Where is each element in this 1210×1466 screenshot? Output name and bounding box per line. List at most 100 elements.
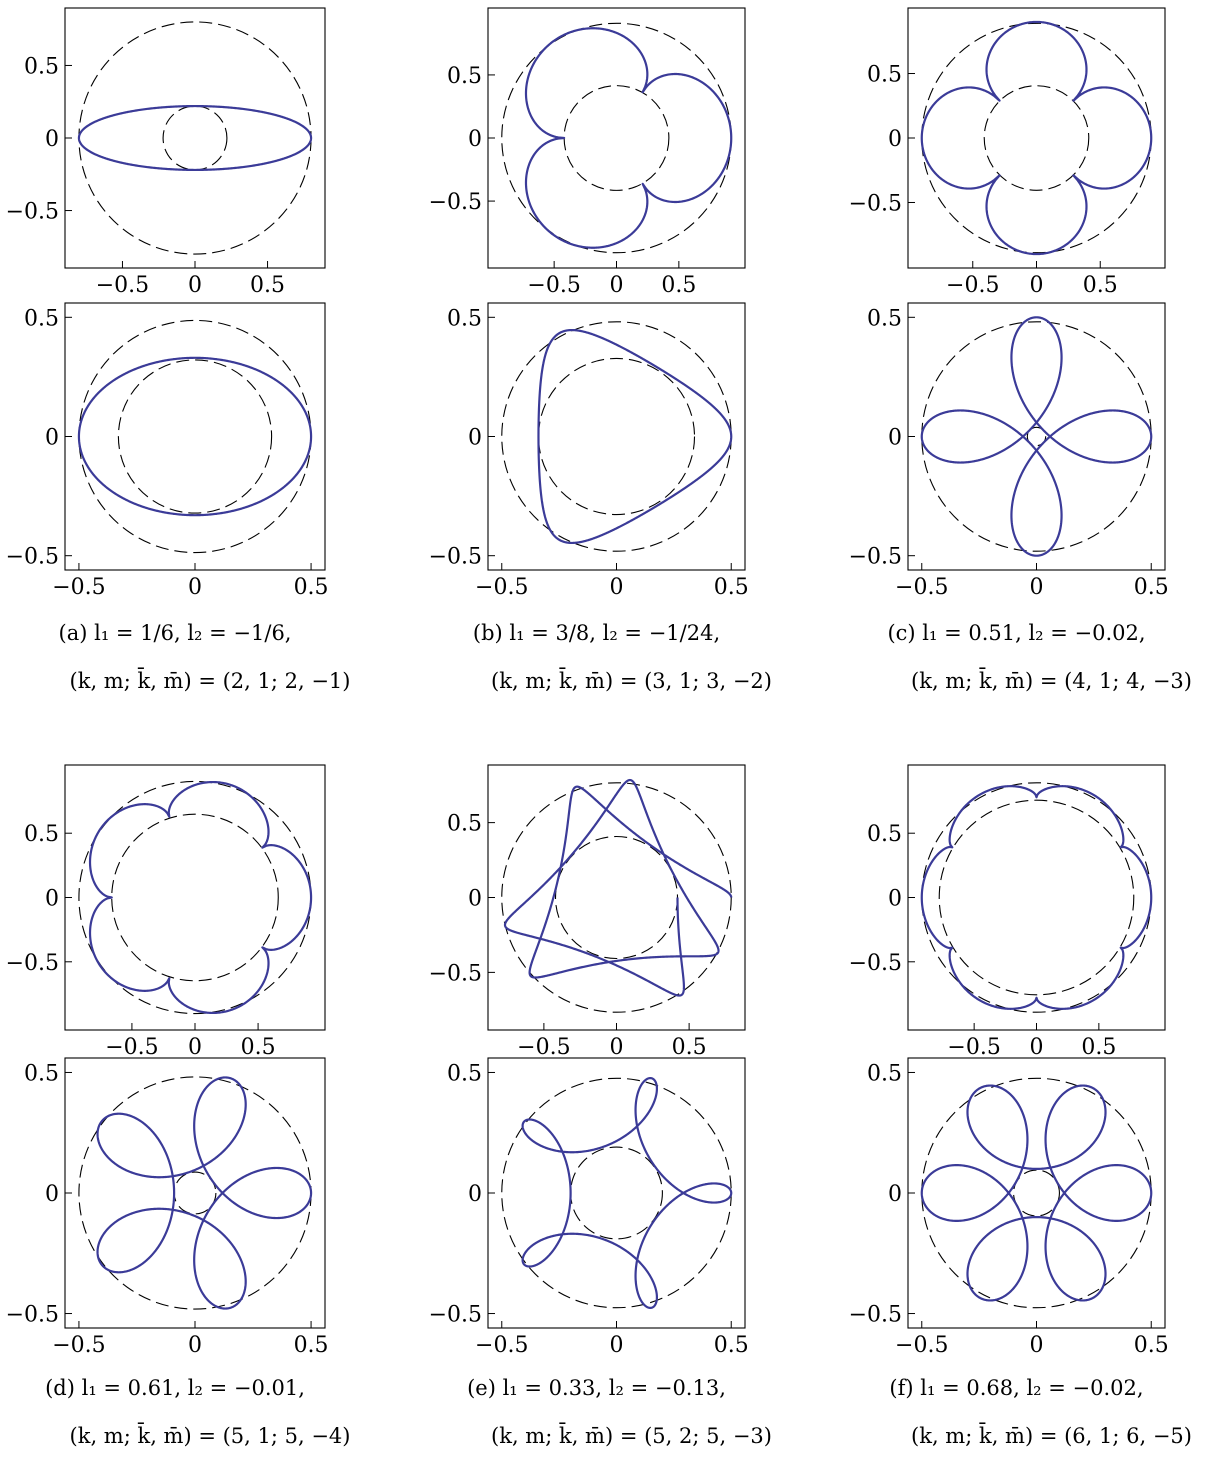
panel-c-bottom-plot-xtick-label: 0 <box>1030 575 1044 600</box>
panel-a-bottom-plot-ytick-label: −0.5 <box>6 545 59 570</box>
panel-f-bottom-plot-inner-circle <box>1013 1169 1060 1217</box>
panel-b-bottom-plot-frame <box>487 302 746 571</box>
panel-d-top-plot-orbit-curve <box>88 780 313 1015</box>
panel-b-top-plot-xtick-label: −0.5 <box>527 273 580 298</box>
panel-c-top-plot-xtick-label: 0 <box>1030 273 1044 298</box>
panel-c-bottom-plot-inner-circle <box>1026 426 1047 447</box>
panel-f-top-plot-inner-circle <box>938 799 1135 996</box>
panel-e-top-plot-orbit-curve <box>503 778 733 997</box>
panel-c-top-plot-frame <box>907 7 1166 269</box>
panel-c-top-plot-xtick-label: −0.5 <box>946 273 999 298</box>
panel-d-bottom-plot-outer-circle <box>78 1076 312 1310</box>
panel-b-top-plot-orbit-curve <box>524 27 733 249</box>
panel-b-bottom-plot-inner-circle <box>537 357 696 516</box>
panel-b-bottom-plot-outer-circle <box>501 321 732 552</box>
panel-a-top-plot-ytick-label: −0.5 <box>6 200 59 225</box>
panel-a-top-plot-inner-circle <box>162 105 228 171</box>
panel-e-top-plot-ytick-label: 0.5 <box>447 812 482 837</box>
panel-b-bottom-plot-ytick-label: −0.5 <box>429 545 482 570</box>
panel-f-top-plot-frame <box>907 764 1166 1031</box>
panel-f-top-plot-orbit-curve <box>920 785 1153 1010</box>
panel-d-bottom-plot-xtick-label: 0.5 <box>294 1333 329 1358</box>
panel-c-bottom-plot-ytick-label: 0 <box>888 426 902 451</box>
panel-d-top-plot-inner-circle <box>111 813 279 982</box>
panel-e-bottom-plot-xtick-label: 0 <box>610 1333 624 1358</box>
panel-c-top-plot-ytick-label: 0.5 <box>867 63 902 88</box>
panel-a-bottom-plot-frame <box>64 302 326 571</box>
panel-e-top-plot-outer-circle <box>501 782 732 1013</box>
panel-e-top-plot-inner-circle <box>554 835 679 960</box>
panel-c-top-plot-ytick-label: −0.5 <box>849 191 902 216</box>
panel-d-caption-line2: (k, m; k̄, m̄) = (5, 1; 5, −4) <box>70 1422 351 1448</box>
panel-d-top-plot-xtick-label: −0.5 <box>105 1035 158 1060</box>
panel-e-bottom-plot-orbit-curve <box>521 1076 733 1310</box>
panel-d-bottom-plot-orbit-curve <box>96 1076 313 1310</box>
panel-f-bottom-plot-xtick-label: −0.5 <box>895 1333 948 1358</box>
panel-f-bottom-plot-frame <box>907 1057 1166 1329</box>
panel-d-top-plot-ytick-label: 0 <box>45 887 59 912</box>
panel-d-top-plot-ytick-label: 0.5 <box>24 822 59 847</box>
panel-e-bottom-plot-inner-circle <box>570 1146 663 1240</box>
panel-b-bottom-plot-orbit-curve <box>537 328 733 545</box>
panel-b-caption-line1: (b) l₁ = 3/8, l₂ = −1/24, <box>473 621 720 645</box>
panel-b-top-plot-xtick-label: 0.5 <box>661 273 696 298</box>
panel-d-top-plot-xtick-label: 0.5 <box>241 1035 276 1060</box>
panel-b-top-plot-inner-circle <box>563 85 670 191</box>
panel-f-top-plot-xtick-label: 0.5 <box>1081 1035 1116 1060</box>
panel-a-top-plot-outer-circle <box>78 21 312 255</box>
panel-a-bottom-plot-orbit-curve <box>77 356 313 517</box>
panel-b-top-plot-ytick-label: 0 <box>468 127 482 152</box>
panel-b-bottom-plot-xtick-label: 0.5 <box>714 575 749 600</box>
panel-f-bottom-plot-ytick-label: 0 <box>888 1182 902 1207</box>
panel-f-bottom-plot-outer-circle <box>921 1077 1152 1309</box>
panel-f-bottom-plot-xtick-label: 0 <box>1030 1333 1044 1358</box>
panel-d-top-plot-frame <box>64 764 326 1031</box>
panel-d-bottom-plot-frame <box>64 1057 326 1329</box>
panel-f-top-plot-outer-circle <box>921 782 1152 1013</box>
panel-c-bottom-plot-outer-circle <box>921 321 1152 552</box>
panel-c-top-plot-orbit-curve <box>920 20 1153 256</box>
panel-a-top-plot-orbit-curve <box>77 104 313 172</box>
panel-a-bottom-plot-xtick-label: −0.5 <box>52 575 105 600</box>
panel-a-bottom-plot-xtick-label: 0.5 <box>294 575 329 600</box>
panel-b-top-plot-frame <box>487 7 746 269</box>
panel-e-bottom-plot-ytick-label: 0.5 <box>447 1061 482 1086</box>
panel-a-top-plot-ytick-label: 0.5 <box>24 54 59 79</box>
panel-a-top-plot-ytick-label: 0 <box>45 127 59 152</box>
panel-e-top-plot-xtick-label: 0.5 <box>672 1035 707 1060</box>
panel-b-top-plot-xtick-label: 0 <box>610 273 624 298</box>
panel-e-top-plot-xtick-label: 0 <box>610 1035 624 1060</box>
panel-f-top-plot-ytick-label: −0.5 <box>849 951 902 976</box>
panel-b-bottom-plot-ytick-label: 0 <box>468 426 482 451</box>
panel-b-top-plot-ytick-label: −0.5 <box>429 190 482 215</box>
panel-e-bottom-plot-ytick-label: 0 <box>468 1182 482 1207</box>
panel-f-top-plot-xtick-label: 0 <box>1030 1035 1044 1060</box>
panel-c-caption-line2: (k, m; k̄, m̄) = (4, 1; 4, −3) <box>911 667 1192 693</box>
panel-c-top-plot-inner-circle <box>983 85 1090 191</box>
panel-c-bottom-plot-xtick-label: 0.5 <box>1134 575 1169 600</box>
panel-c-bottom-plot-frame <box>907 302 1166 571</box>
panel-f-caption-line2: (k, m; k̄, m̄) = (6, 1; 6, −5) <box>911 1422 1192 1448</box>
panel-f-top-plot-ytick-label: 0 <box>888 887 902 912</box>
panel-d-bottom-plot-ytick-label: 0.5 <box>24 1061 59 1086</box>
panel-c-bottom-plot-xtick-label: −0.5 <box>895 575 948 600</box>
panel-a-bottom-plot-xtick-label: 0 <box>188 575 202 600</box>
panel-e-bottom-plot-xtick-label: 0.5 <box>714 1333 749 1358</box>
panel-e-top-plot-xtick-label: −0.5 <box>517 1035 570 1060</box>
panel-a-top-plot-xtick-label: −0.5 <box>96 273 149 298</box>
panel-f-bottom-plot-ytick-label: 0.5 <box>867 1061 902 1086</box>
panel-e-caption-line2: (k, m; k̄, m̄) = (5, 2; 5, −3) <box>491 1422 772 1448</box>
panel-b-bottom-plot-xtick-label: 0 <box>610 575 624 600</box>
